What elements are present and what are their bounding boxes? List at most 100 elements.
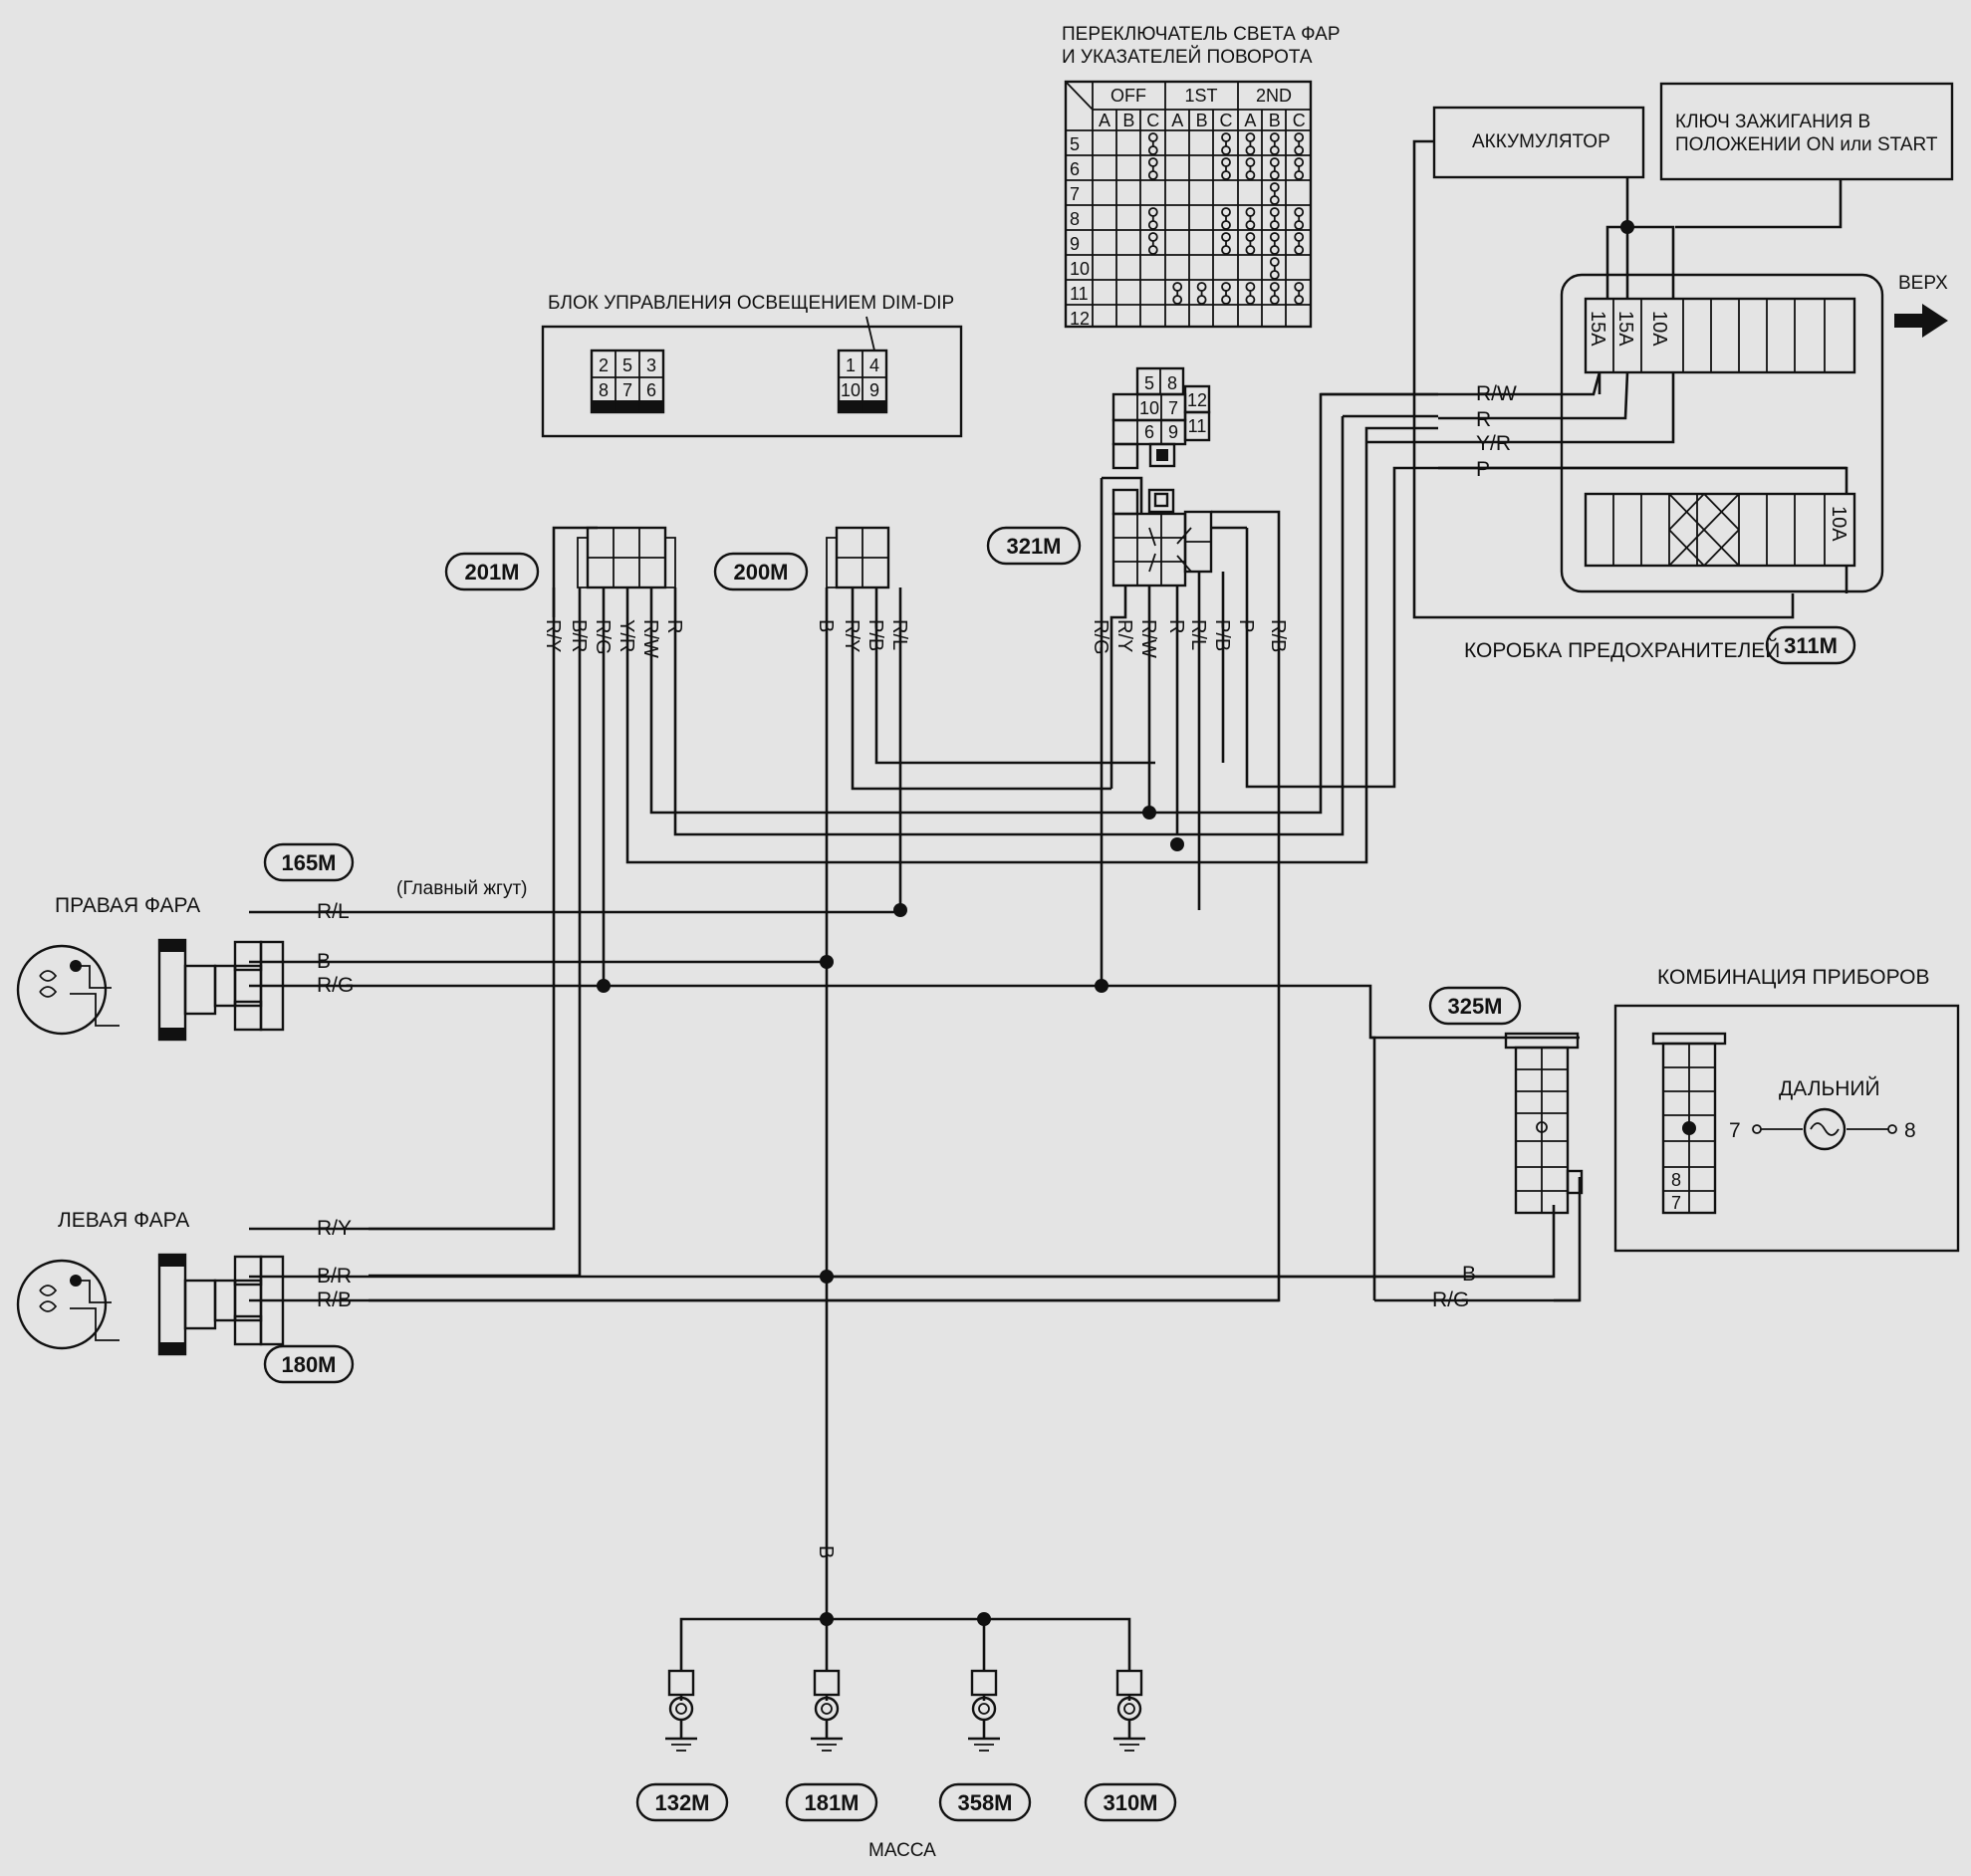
ground-label: МАССА bbox=[868, 1840, 936, 1861]
connector-label-180m: 180M bbox=[263, 1344, 355, 1384]
battery-label: АККУМУЛЯТОР bbox=[1472, 131, 1610, 152]
wire-label: R/G bbox=[592, 619, 614, 655]
switch-contact bbox=[1269, 132, 1280, 155]
c321-pin-5: 5 bbox=[1144, 373, 1154, 393]
fuse-10a-1: 10A bbox=[1648, 311, 1670, 347]
main-harness-label: (Главный жгут) bbox=[396, 878, 528, 899]
fuse-15a-1: 15A bbox=[1587, 311, 1608, 347]
c321-pin-9: 9 bbox=[1168, 422, 1178, 442]
ground-symbol bbox=[811, 1669, 843, 1752]
high-beam-pin-7: 7 bbox=[1729, 1119, 1741, 1142]
wire-label: R/L bbox=[888, 619, 910, 650]
battery: АККУМУЛЯТОР bbox=[1432, 106, 1645, 179]
switch-contact bbox=[1245, 232, 1256, 255]
fuse-10a-2: 10A bbox=[1828, 506, 1849, 542]
wires bbox=[249, 139, 1848, 1671]
wire-label: P bbox=[1235, 619, 1257, 632]
ground-symbol bbox=[1113, 1669, 1145, 1752]
wire-label: R/L bbox=[1187, 619, 1209, 650]
wire-label: B bbox=[815, 1545, 837, 1558]
wire-label: R/G bbox=[317, 974, 354, 997]
ground-symbol bbox=[968, 1669, 1000, 1752]
switch-row-9: 9 bbox=[1070, 234, 1080, 254]
switch-contact bbox=[1172, 282, 1183, 305]
switch-col-c: C bbox=[1146, 111, 1159, 130]
switch-contact bbox=[1269, 182, 1280, 205]
instrument-cluster: КОМБИНАЦИЯ ПРИБОРОВ 8 7 ДАЛЬНИЙ 7 8 bbox=[1613, 966, 1960, 1253]
connector-label-text: 180M bbox=[281, 1352, 336, 1377]
connector-label-text: 201M bbox=[464, 560, 519, 585]
switch-row-12: 12 bbox=[1070, 309, 1090, 329]
dd-pin-6: 6 bbox=[646, 380, 656, 400]
c321-pin-8: 8 bbox=[1167, 373, 1177, 393]
right-lamp-label: ПРАВАЯ ФАРА bbox=[55, 894, 200, 917]
high-beam-label: ДАЛЬНИЙ bbox=[1779, 1076, 1880, 1100]
dd-pin-10: 10 bbox=[841, 380, 861, 400]
switch-col-c: C bbox=[1220, 111, 1233, 130]
wire-label: R/W bbox=[1137, 619, 1159, 658]
high-beam-pin-8: 8 bbox=[1904, 1119, 1916, 1142]
switch-contact bbox=[1269, 207, 1280, 230]
wire-label: R/L bbox=[317, 900, 350, 923]
connector-label-165m: 165M bbox=[263, 842, 355, 882]
wire-label: R/B bbox=[317, 1289, 352, 1311]
switch-contact bbox=[1245, 282, 1256, 305]
dd-pin-2: 2 bbox=[599, 355, 609, 375]
up-arrow: ВЕРХ bbox=[1894, 273, 1948, 338]
switch-contact bbox=[1269, 232, 1280, 255]
switch-col-b: B bbox=[1196, 111, 1208, 130]
wire-label: R/W bbox=[1476, 382, 1517, 405]
connector-325m-body bbox=[1504, 1032, 1584, 1215]
pos-2nd: 2ND bbox=[1256, 86, 1292, 106]
switch-contact bbox=[1269, 157, 1280, 180]
cluster-label: КОМБИНАЦИЯ ПРИБОРОВ bbox=[1657, 966, 1929, 989]
switch-col-c: C bbox=[1293, 111, 1306, 130]
switch-contact bbox=[1294, 282, 1305, 305]
ignition-switch: КЛЮЧ ЗАЖИГАНИЯ В ПОЛОЖЕНИИ ON или START bbox=[1659, 82, 1954, 181]
dimdip-title: БЛОК УПРАВЛЕНИЯ ОСВЕЩЕНИЕМ DIM-DIP bbox=[548, 293, 954, 314]
c321-pin-10: 10 bbox=[1139, 398, 1159, 418]
switch-contact bbox=[1294, 207, 1305, 230]
connector-label-181m: 181M bbox=[785, 1782, 878, 1822]
switch-contact bbox=[1221, 207, 1231, 230]
wire-label: R/W bbox=[639, 619, 661, 658]
dd-pin-5: 5 bbox=[622, 355, 632, 375]
cluster-pin-7: 7 bbox=[1671, 1193, 1681, 1213]
dd-pin-8: 8 bbox=[599, 380, 609, 400]
switch-row-5: 5 bbox=[1070, 134, 1080, 154]
wire-label: R bbox=[1165, 619, 1187, 633]
switch-contact bbox=[1245, 207, 1256, 230]
switch-contact bbox=[1147, 207, 1158, 230]
wire-label: B/R bbox=[317, 1265, 352, 1288]
switch-contact bbox=[1269, 282, 1280, 305]
dd-pin-3: 3 bbox=[646, 355, 656, 375]
connector-label-text: 132M bbox=[654, 1790, 709, 1815]
switch-col-a: A bbox=[1244, 111, 1256, 130]
junction-dots bbox=[597, 220, 1634, 1626]
wire-label: P bbox=[1476, 458, 1490, 481]
connector-label-325m: 325M bbox=[1428, 986, 1522, 1026]
c321-pin-6: 6 bbox=[1144, 422, 1154, 442]
connector-label-text: 358M bbox=[957, 1790, 1012, 1815]
up-label: ВЕРХ bbox=[1898, 273, 1948, 294]
pos-1st: 1ST bbox=[1184, 86, 1217, 106]
switch-col-b: B bbox=[1269, 111, 1281, 130]
wire-label: B bbox=[1462, 1263, 1476, 1286]
switch-contact bbox=[1294, 232, 1305, 255]
connector-label-text: 181M bbox=[804, 1790, 859, 1815]
dd-pin-9: 9 bbox=[869, 380, 879, 400]
switch-contact bbox=[1147, 157, 1158, 180]
wire-label: Y/R bbox=[616, 619, 637, 652]
connector-label-text: 165M bbox=[281, 850, 336, 875]
wire-label: R bbox=[663, 619, 685, 633]
wire-label: R/Y bbox=[317, 1217, 352, 1240]
left-headlamp: ЛЕВАЯ ФАРА bbox=[16, 1209, 285, 1356]
fusebox-label: КОРОБКА ПРЕДОХРАНИТЕЛЕЙ bbox=[1464, 638, 1780, 662]
switch-contact bbox=[1221, 132, 1231, 155]
cluster-pin-8: 8 bbox=[1671, 1170, 1681, 1190]
switch-title-1: ПЕРЕКЛЮЧАТЕЛЬ СВЕТА ФАР bbox=[1062, 24, 1341, 45]
wire-label: R/G bbox=[1432, 1289, 1469, 1311]
connector-label-text: 325M bbox=[1447, 994, 1502, 1019]
